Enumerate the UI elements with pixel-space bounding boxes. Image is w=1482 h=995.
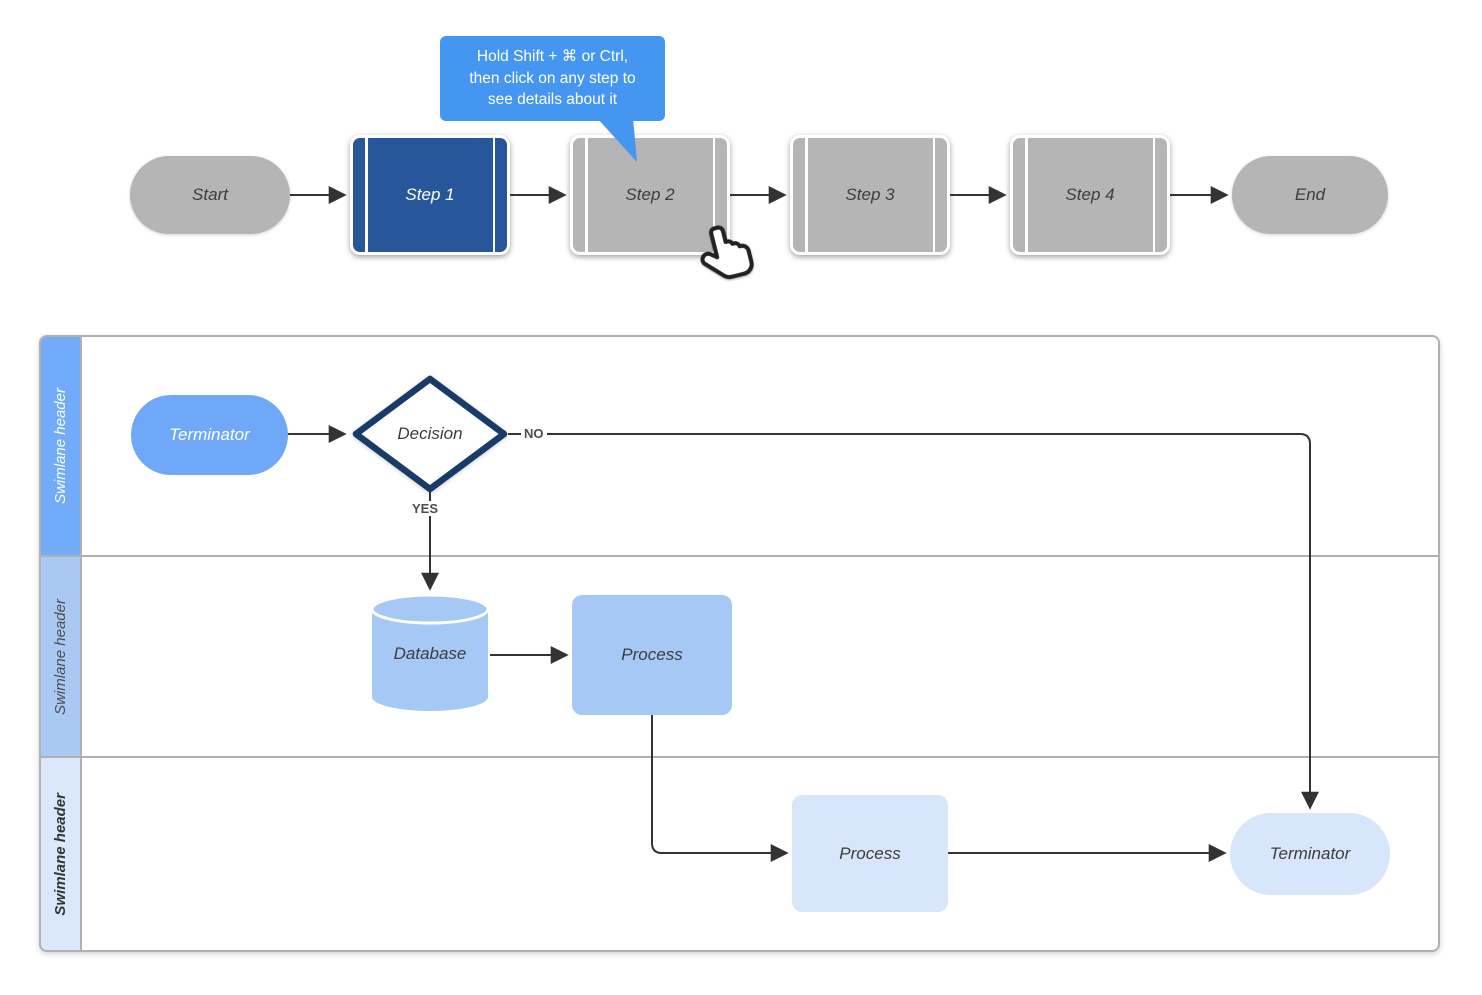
terminator-lane3-label: Terminator <box>1269 844 1351 863</box>
process-node-lane2[interactable]: Process <box>572 595 732 715</box>
step-3-node[interactable]: Step 3 <box>790 135 950 255</box>
swimlane-header-1-label: Swimlane header <box>52 388 69 504</box>
database-cylinder-shape <box>370 593 490 711</box>
end-label: End <box>1294 185 1326 204</box>
edge-label-no: NO <box>521 426 547 441</box>
swimlane-header-2[interactable]: Swimlane header <box>41 557 82 756</box>
swimlane-row-3: Swimlane header <box>41 758 1438 950</box>
process-lane3-label: Process <box>839 843 901 863</box>
tooltip-line-2: then click on any step to <box>469 69 636 87</box>
decision-diamond-shape <box>352 375 508 493</box>
tooltip-line-3: see details about it <box>487 91 618 109</box>
swimlane-header-3[interactable]: Swimlane header <box>41 758 82 950</box>
step-4-label: Step 4 <box>1065 185 1115 204</box>
step-2-node[interactable]: Step 2 <box>570 135 730 255</box>
decision-label: Decision <box>397 424 463 443</box>
step-1-node[interactable]: Step 1 <box>350 135 510 255</box>
swimlane-row-2: Swimlane header <box>41 557 1438 758</box>
swimlane-header-1[interactable]: Swimlane header <box>41 337 82 555</box>
step-4-node[interactable]: Step 4 <box>1010 135 1170 255</box>
decision-node[interactable]: Decision <box>350 373 510 495</box>
database-node[interactable]: Database <box>370 592 490 714</box>
step-2-label: Step 2 <box>625 185 675 204</box>
start-label: Start <box>192 185 228 204</box>
end-node[interactable]: End <box>1232 156 1388 234</box>
swimlane-header-2-label: Swimlane header <box>52 598 69 715</box>
swimlane-body-2 <box>82 557 1438 756</box>
terminator-node-lane1[interactable]: Terminator <box>131 395 288 475</box>
edge-label-yes: YES <box>409 501 442 516</box>
hand-cursor-icon <box>700 225 754 280</box>
step-3-label: Step 3 <box>845 185 895 204</box>
terminator-node-lane3[interactable]: Terminator <box>1230 813 1390 895</box>
database-label: Database <box>393 644 467 663</box>
start-node[interactable]: Start <box>130 156 290 234</box>
tooltip: Hold Shift + ⌘ or Ctrl, then click on an… <box>440 36 665 121</box>
process-node-lane3[interactable]: Process <box>792 795 948 912</box>
step-1-label: Step 1 <box>405 185 455 204</box>
tooltip-line-1: Hold Shift + ⌘ or Ctrl, <box>476 47 629 65</box>
process-lane2-label: Process <box>621 645 683 664</box>
terminator-lane1-label: Terminator <box>169 425 250 444</box>
swimlane-header-3-label: Swimlane header <box>52 792 69 916</box>
